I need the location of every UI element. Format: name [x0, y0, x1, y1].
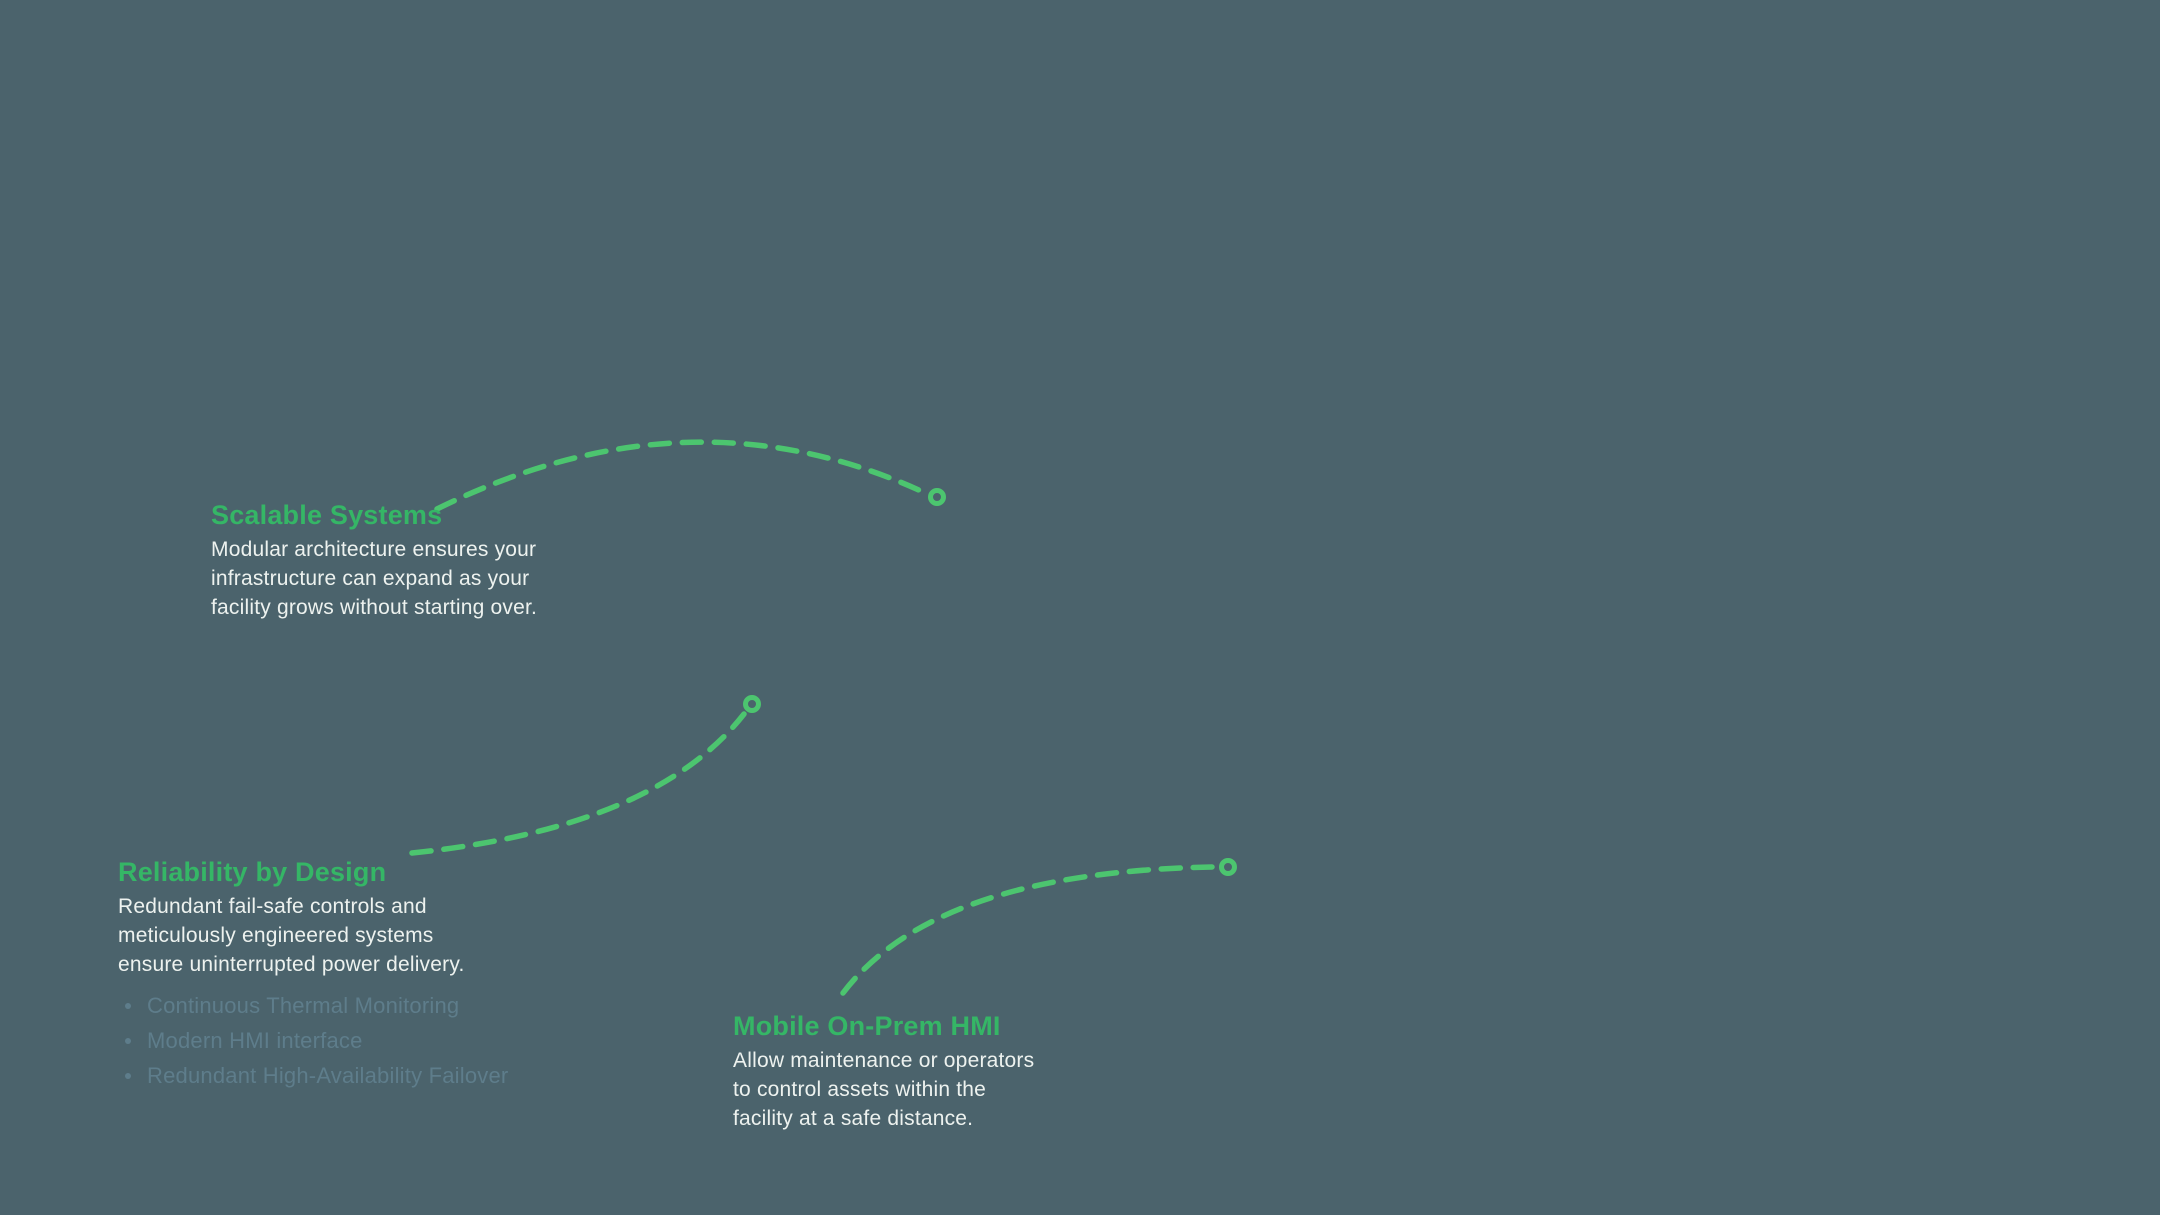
bullet-label: Modern HMI interface	[147, 1027, 363, 1053]
bullet-dot-icon	[125, 1072, 131, 1079]
callout-description: Redundant fail-safe controls and meticul…	[118, 892, 578, 979]
description-line: Allow maintenance or operators	[733, 1049, 1035, 1072]
bullet-item: Continuous Thermal Monitoring	[118, 988, 578, 1023]
description-line: Modular architecture ensures your	[211, 538, 537, 561]
bullet-label: Redundant High-Availability Failover	[147, 1062, 509, 1088]
callout-title: Scalable Systems	[211, 500, 443, 530]
description-line: infrastructure can expand as your	[211, 567, 530, 590]
leader-endpoint-ring-mobile-icon	[1219, 858, 1237, 876]
description-line: meticulously engineered systems	[118, 924, 434, 947]
callout-title: Mobile On-Prem HMI	[733, 1011, 1001, 1041]
leader-curve-reliability	[409, 711, 747, 856]
callout-description: Modular architecture ensures your infras…	[211, 535, 671, 622]
callout-reliability-by-design: Reliability by Design Redundant fail-saf…	[118, 856, 578, 1093]
leader-curve-mobile	[840, 864, 1215, 996]
callout-description: Allow maintenance or operators to contro…	[733, 1046, 1193, 1133]
callout-title: Reliability by Design	[118, 857, 387, 887]
bullet-item: Redundant High-Availability Failover	[118, 1058, 578, 1093]
bullet-dot-icon	[125, 1037, 131, 1044]
callout-scalable-systems: Scalable Systems Modular architecture en…	[211, 499, 671, 622]
description-line: ensure uninterrupted power delivery.	[118, 953, 465, 976]
leader-curve-scalable	[434, 439, 924, 512]
bullet-dot-icon	[125, 1002, 131, 1009]
bullet-list: Continuous Thermal Monitoring Modern HMI…	[118, 988, 578, 1093]
leader-endpoint-ring-reliability-icon	[743, 695, 761, 713]
bullet-item: Modern HMI interface	[118, 1023, 578, 1058]
bullet-label: Continuous Thermal Monitoring	[147, 992, 460, 1018]
description-line: to control assets within the	[733, 1078, 987, 1101]
leader-endpoint-ring-scalable-icon	[928, 488, 946, 506]
description-line: facility at a safe distance.	[733, 1107, 974, 1130]
callout-mobile-on-prem-hmi: Mobile On-Prem HMI Allow maintenance or …	[733, 1010, 1193, 1133]
description-line: facility grows without starting over.	[211, 596, 538, 619]
description-line: Redundant fail-safe controls and	[118, 895, 427, 918]
